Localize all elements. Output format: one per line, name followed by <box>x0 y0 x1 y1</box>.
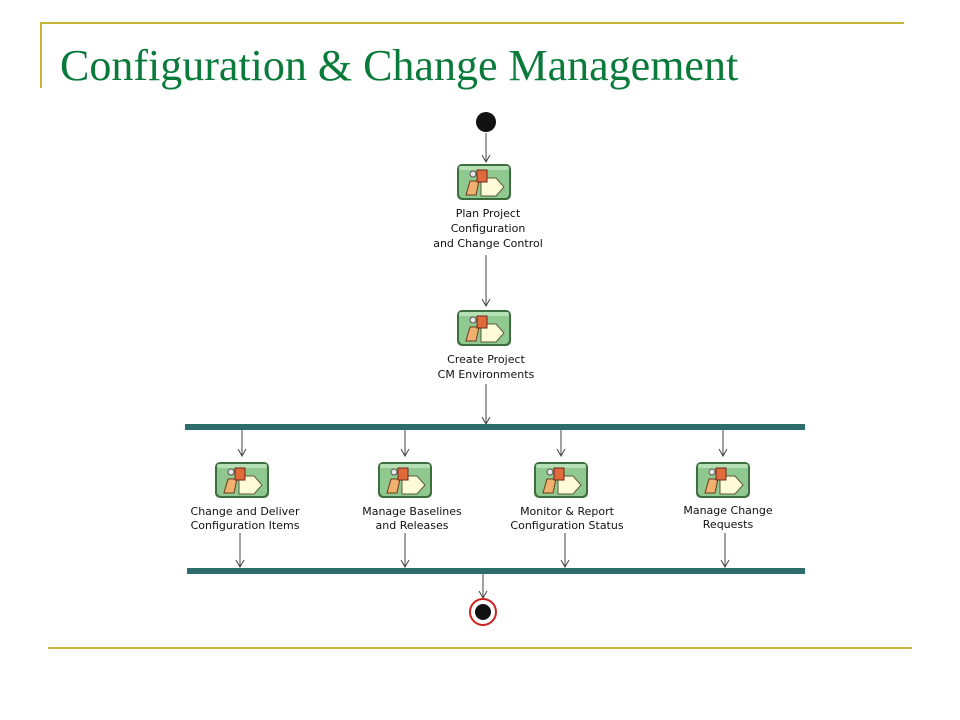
activity-label-line: Configuration Status <box>510 519 623 532</box>
activity-create: Create Project CM Environments <box>438 309 535 381</box>
activity-label-line: and Releases <box>376 519 449 532</box>
activity-label-line: Configuration <box>451 222 526 235</box>
fork-bar <box>185 424 805 430</box>
activity-label-line: Change and Deliver <box>191 505 300 518</box>
final-node <box>469 598 497 626</box>
initial-node <box>476 112 496 132</box>
activity-icon <box>377 461 433 499</box>
activity-icon <box>533 461 589 499</box>
activity-plan: Plan Project Configuration and Change Co… <box>433 163 543 250</box>
activity-label-line: Create Project <box>447 353 525 366</box>
activity-label-line: Monitor & Report <box>520 505 615 518</box>
activity-icon <box>214 461 270 499</box>
activity-label-line: and Change Control <box>433 237 543 250</box>
activity-label-line: Manage Baselines <box>362 505 462 518</box>
activity-change: Change and Deliver Configuration Items <box>191 461 300 532</box>
activity-icon <box>456 163 512 201</box>
activity-monitor: Monitor & Report Configuration Status <box>510 461 624 532</box>
activity-label-line: Configuration Items <box>191 519 300 532</box>
frame-bottom-line <box>48 647 912 649</box>
frame-top-line <box>40 22 904 24</box>
activity-label-line: Requests <box>703 518 754 531</box>
activity-baselines: Manage Baselines and Releases <box>362 461 462 532</box>
join-bar <box>187 568 805 574</box>
activity-label-line: Manage Change <box>683 504 773 517</box>
activity-label-line: CM Environments <box>438 368 535 381</box>
activity-icon <box>456 309 512 347</box>
activity-requests: Manage Change Requests <box>683 461 773 531</box>
activity-icon <box>695 461 751 499</box>
slide-title: Configuration & Change Management <box>60 41 739 90</box>
activity-label-line: Plan Project <box>456 207 521 220</box>
frame-left-line <box>40 22 42 88</box>
